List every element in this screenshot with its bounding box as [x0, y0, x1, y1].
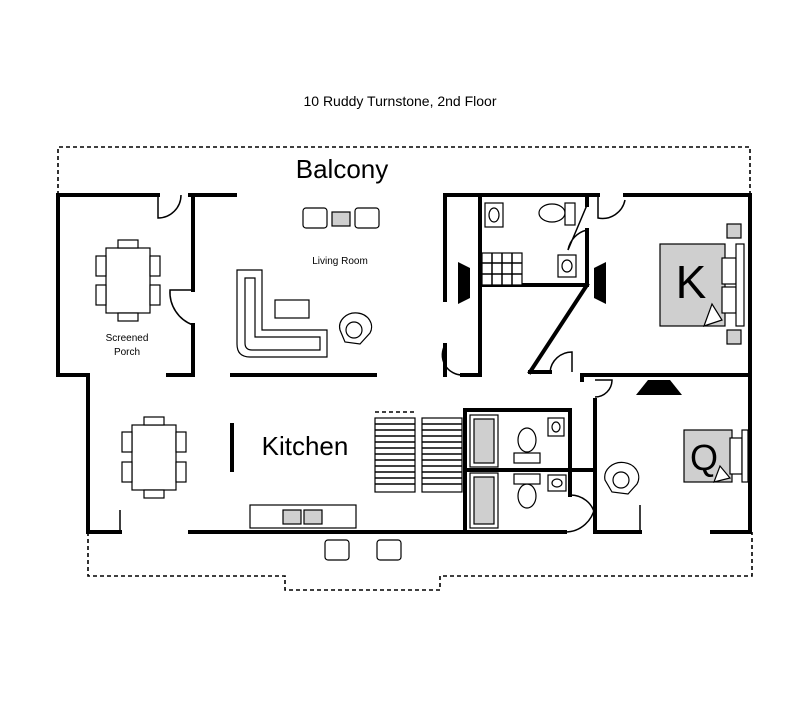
kitchen-label: Kitchen: [262, 431, 349, 461]
walls: [56, 193, 752, 534]
porch-label-line2: Porch: [114, 347, 140, 358]
bathroom-1-tile: [481, 252, 523, 286]
stairs-left: [374, 417, 416, 493]
sectional-sofa: [236, 269, 328, 358]
stairs-right: [421, 417, 463, 493]
queen-room-chair: [604, 461, 640, 495]
bathroom-1-fixtures: [484, 202, 577, 278]
bathroom-3-fixtures: [469, 472, 567, 529]
fireplaces: [458, 262, 682, 395]
king-bed: [659, 223, 745, 345]
kitchen-dining-table: [121, 416, 187, 499]
door-swings: [119, 194, 641, 533]
balcony-label: Balcony: [296, 154, 389, 184]
front-chairs: [324, 539, 402, 561]
queen-bed: [683, 429, 749, 483]
bathroom-2-fixtures: [469, 414, 565, 468]
front-deck-outline: [87, 532, 753, 591]
kitchen-counter: [249, 504, 357, 529]
porch-dining-table: [95, 239, 161, 322]
king-bed-label: K: [676, 256, 707, 308]
queen-bed-label: Q: [690, 437, 718, 478]
balcony-outline: [57, 146, 751, 195]
porch-label-line1: Screened: [106, 333, 149, 344]
plan-title: 10 Ruddy Turnstone, 2nd Floor: [303, 93, 496, 109]
living-room-label: Living Room: [312, 256, 368, 267]
armchair: [339, 312, 373, 345]
balcony-chairs: [302, 207, 380, 229]
